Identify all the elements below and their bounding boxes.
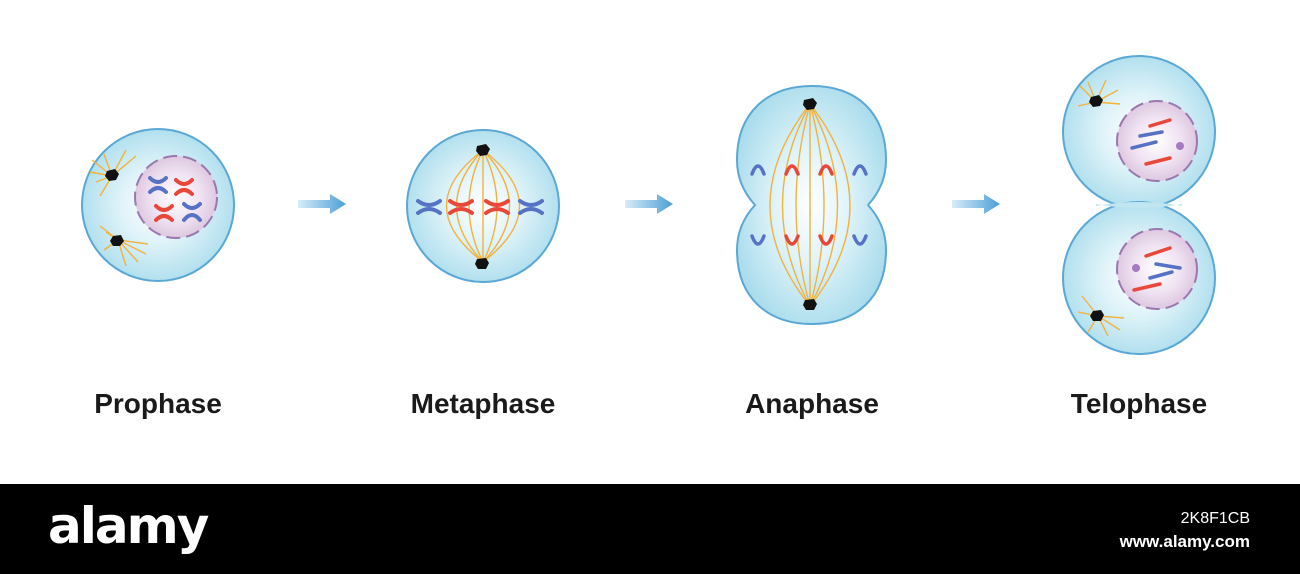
arrow-icon xyxy=(625,194,673,214)
nucleolus-lower xyxy=(1132,264,1140,272)
stage-label-telophase: Telophase xyxy=(1070,388,1208,419)
stage-label-prophase: Prophase xyxy=(94,388,222,419)
aster-upper xyxy=(1077,79,1121,107)
separating-chromatids xyxy=(750,164,868,246)
aster-lower xyxy=(99,225,149,267)
nucleus xyxy=(134,155,218,239)
site-url: www.alamy.com xyxy=(1119,532,1250,551)
prophase-cell xyxy=(81,128,235,282)
metaphase-cell xyxy=(406,129,560,283)
centrosome-lower xyxy=(1090,310,1104,321)
chromosomes-upper xyxy=(1130,118,1172,166)
telophase-cells xyxy=(1062,55,1216,355)
mitosis-diagram xyxy=(81,55,1216,355)
aster-upper xyxy=(89,149,137,197)
cell-membrane xyxy=(735,84,888,326)
spindle-fibers xyxy=(769,103,851,307)
stage-label-anaphase: Anaphase xyxy=(745,388,879,419)
arrow-icon xyxy=(298,194,346,214)
centrosome-lower xyxy=(803,299,817,310)
centrosome-lower xyxy=(110,235,124,246)
centrosome-upper xyxy=(476,144,490,156)
anaphase-cell xyxy=(735,84,888,326)
aster-lower xyxy=(1077,295,1125,337)
stage-label-metaphase: Metaphase xyxy=(410,388,556,419)
chromosomes-lower xyxy=(1132,246,1182,292)
cleavage-furrow xyxy=(1096,202,1182,208)
centrosome-upper xyxy=(1089,95,1103,107)
brand-logo: alamy xyxy=(48,497,209,555)
metaphase-plate xyxy=(416,199,544,215)
centrosome-upper xyxy=(803,98,817,110)
watermark-footer: alamy 2K8F1CB www.alamy.com xyxy=(0,484,1300,574)
image-id: 2K8F1CB xyxy=(1180,510,1250,527)
chromosomes xyxy=(148,176,202,222)
nucleus-lower xyxy=(1116,228,1198,310)
centrosome-upper xyxy=(105,169,119,181)
nucleolus-upper xyxy=(1176,142,1184,150)
centrosome-lower xyxy=(475,258,489,269)
arrow-icon xyxy=(952,194,1000,214)
